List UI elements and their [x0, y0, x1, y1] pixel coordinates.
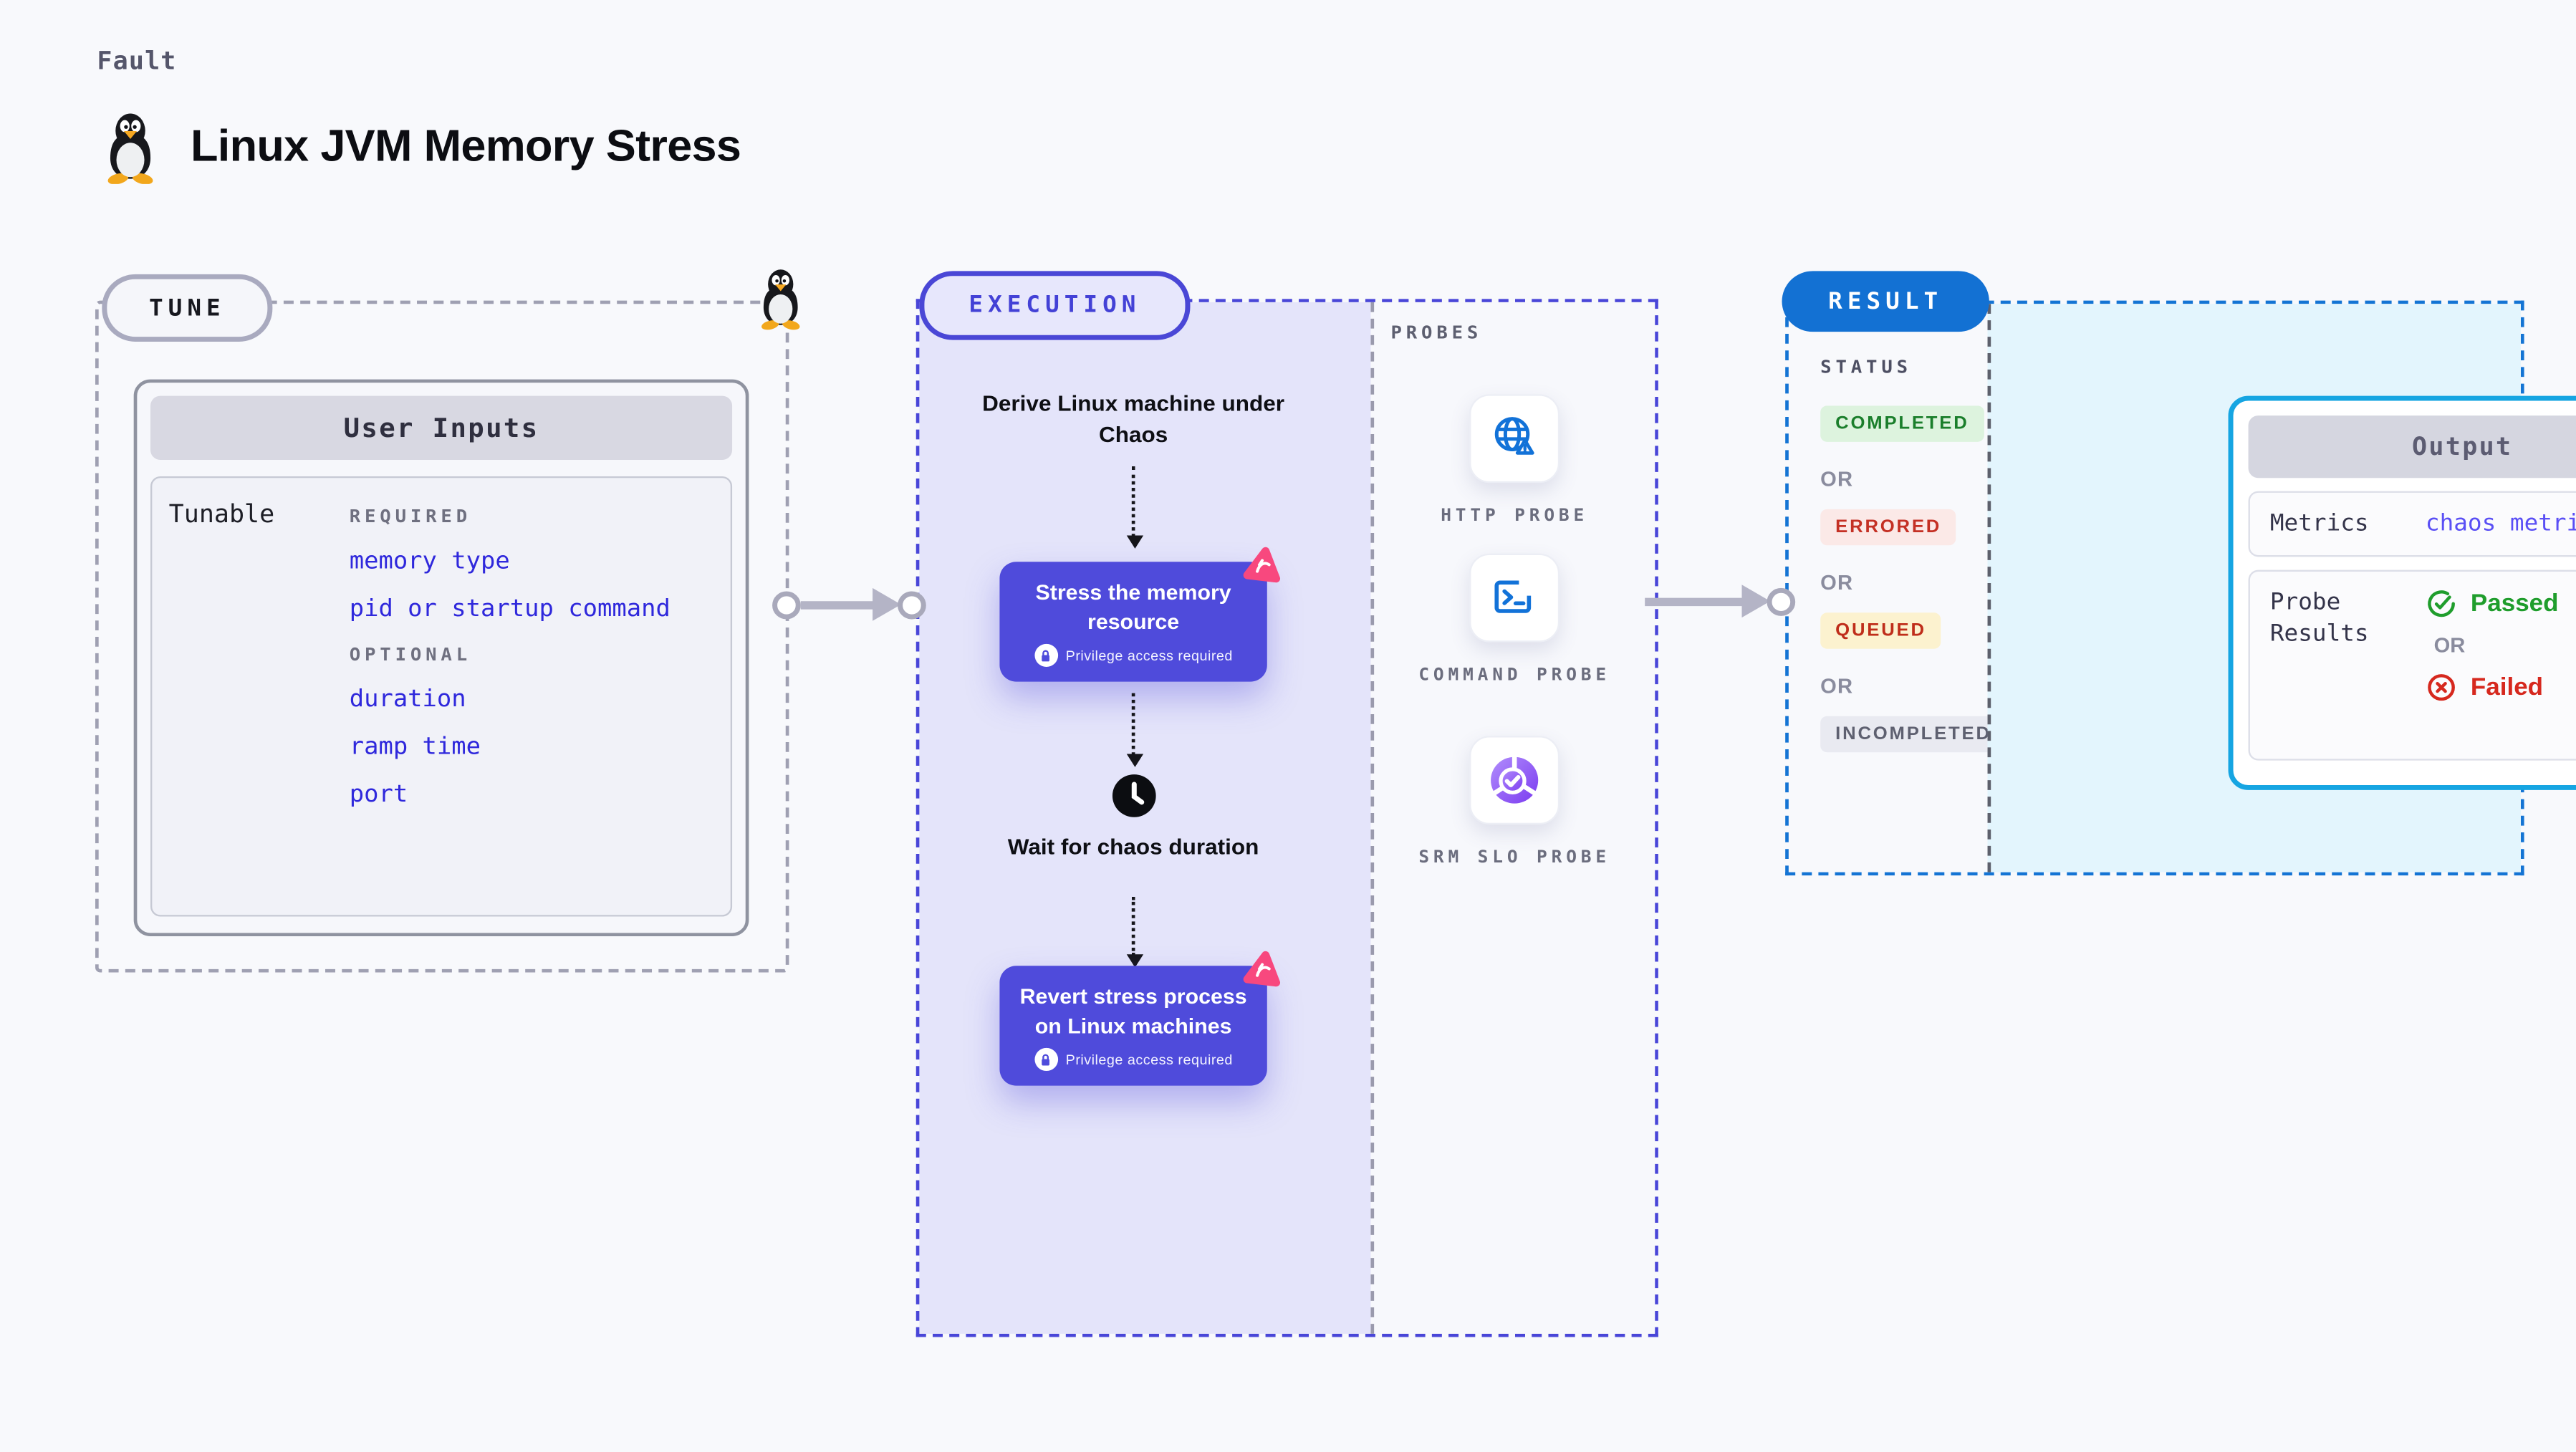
- failed-label: Failed: [2470, 673, 2544, 702]
- tunable-label: Tunable: [168, 499, 275, 529]
- privilege-note: Privilege access required: [1065, 647, 1233, 664]
- tune-section: TUNE User Inputs Tunable REQUIRED memory…: [95, 269, 801, 973]
- chaos-fault-icon: [1242, 949, 1284, 990]
- output-header: Output: [2248, 415, 2576, 479]
- slo-donut-icon: [1469, 736, 1560, 825]
- status-badge-incompleted: INCOMPLETED: [1820, 716, 2007, 753]
- check-circle-icon: [2428, 590, 2455, 617]
- tune-to-execution-arrow: [772, 587, 926, 621]
- chaos-fault-icon: [1242, 545, 1284, 586]
- input-pid-or-startup-command: pid or startup command: [349, 596, 671, 623]
- flow-arrow-down: [1126, 466, 1144, 549]
- srm-slo-probe: SRM SLO PROBE: [1374, 736, 1655, 872]
- or-label: OR: [1820, 468, 1854, 491]
- user-inputs-card: User Inputs Tunable REQUIRED memory type…: [133, 379, 749, 937]
- x-circle-icon: [2428, 674, 2455, 701]
- probe-results-row: Probe Results Passed OR: [2248, 569, 2576, 761]
- probe-name: SRM SLO PROBE: [1418, 847, 1610, 867]
- probe-results-values: Passed OR Failed: [2426, 588, 2559, 703]
- terminal-icon: [1469, 553, 1560, 643]
- tunable-values: REQUIRED memory type pid or startup comm…: [350, 499, 671, 893]
- probe-name: HTTP PROBE: [1441, 506, 1589, 526]
- privilege-badge: Privilege access required: [1013, 1047, 1254, 1072]
- chaos-metrics-link: chaos metrics: [2425, 511, 2576, 537]
- connector-node: [1767, 587, 1796, 615]
- execution-section: EXECUTION Derive Linux machine under Cha…: [915, 271, 1658, 1337]
- metrics-label: Metrics: [2269, 509, 2369, 537]
- revert-step-card: Revert stress process on Linux machines …: [999, 966, 1267, 1086]
- flow-arrow-down: [1126, 896, 1144, 968]
- output-panel: Output Metrics chaos metrics Probe Resul…: [1987, 304, 2576, 872]
- probes-panel: PROBES HTTP PROBE: [1370, 302, 1655, 1334]
- or-label: OR: [2433, 634, 2466, 658]
- or-label: OR: [1820, 571, 1854, 595]
- or-label: OR: [1820, 675, 1854, 698]
- probes-label: PROBES: [1390, 322, 1483, 344]
- status-badge-completed: COMPLETED: [1820, 405, 1984, 442]
- probe-name: COMMAND PROBE: [1418, 665, 1610, 686]
- metrics-row: Metrics chaos metrics: [2248, 491, 2576, 557]
- flow-arrow-down: [1126, 693, 1144, 767]
- tux-linux-icon-small: [760, 269, 801, 330]
- derive-step-label: Derive Linux machine under Chaos: [982, 390, 1285, 447]
- lock-icon: [1034, 643, 1057, 667]
- execution-to-result-arrow: [1645, 585, 1796, 618]
- probe-results-label: Probe Results: [2269, 590, 2369, 648]
- tux-linux-icon: [106, 113, 155, 184]
- revert-step-label: Revert stress process on Linux machines: [1019, 984, 1247, 1038]
- privilege-note: Privilege access required: [1065, 1051, 1233, 1068]
- input-port: port: [349, 782, 408, 809]
- optional-group-label: OPTIONAL: [349, 643, 472, 665]
- command-probe: COMMAND PROBE: [1374, 553, 1655, 690]
- status-badge-queued: QUEUED: [1820, 612, 1941, 649]
- result-pill: RESULT: [1782, 271, 1989, 332]
- lock-icon: [1034, 1047, 1057, 1072]
- failed-line: Failed: [2426, 672, 2559, 703]
- wait-step-label: Wait for chaos duration: [1007, 834, 1259, 860]
- result-section: RESULT STATUS COMPLETED OR ERRORED OR QU…: [1782, 271, 2576, 876]
- title-row: Linux JVM Memory Stress: [97, 108, 741, 184]
- arrowhead: [873, 587, 901, 621]
- clock-icon: [1112, 774, 1156, 817]
- fault-kicker: Fault: [97, 46, 177, 76]
- input-duration: duration: [349, 686, 466, 713]
- connector-node: [898, 590, 926, 619]
- status-label: STATUS: [1820, 356, 1912, 378]
- execution-pill: EXECUTION: [919, 271, 1191, 340]
- connector-node: [772, 590, 801, 619]
- execution-flow-panel: EXECUTION Derive Linux machine under Cha…: [919, 271, 1371, 1334]
- stress-step-label: Stress the memory resource: [1035, 580, 1231, 633]
- input-ramp-time: ramp time: [349, 734, 481, 761]
- arrowhead: [1741, 585, 1771, 618]
- privilege-badge: Privilege access required: [1013, 643, 1254, 667]
- stress-step-card: Stress the memory resource Privilege acc…: [999, 562, 1267, 682]
- status-column: STATUS COMPLETED OR ERRORED OR QUEUED OR…: [1789, 304, 2007, 872]
- input-memory-type: memory type: [349, 548, 510, 575]
- tune-pill: TUNE: [102, 274, 273, 342]
- required-group-label: REQUIRED: [349, 506, 472, 528]
- http-probe: HTTP PROBE: [1374, 394, 1655, 530]
- page-title: Linux JVM Memory Stress: [191, 120, 741, 170]
- status-badge-errored: ERRORED: [1820, 509, 1957, 546]
- globe-warning-icon: [1469, 394, 1560, 484]
- user-inputs-header: User Inputs: [150, 395, 733, 461]
- passed-line: Passed: [2426, 588, 2559, 620]
- user-inputs-body: Tunable REQUIRED memory type pid or star…: [150, 476, 733, 917]
- passed-label: Passed: [2470, 590, 2559, 618]
- output-card: Output Metrics chaos metrics Probe Resul…: [2228, 395, 2576, 790]
